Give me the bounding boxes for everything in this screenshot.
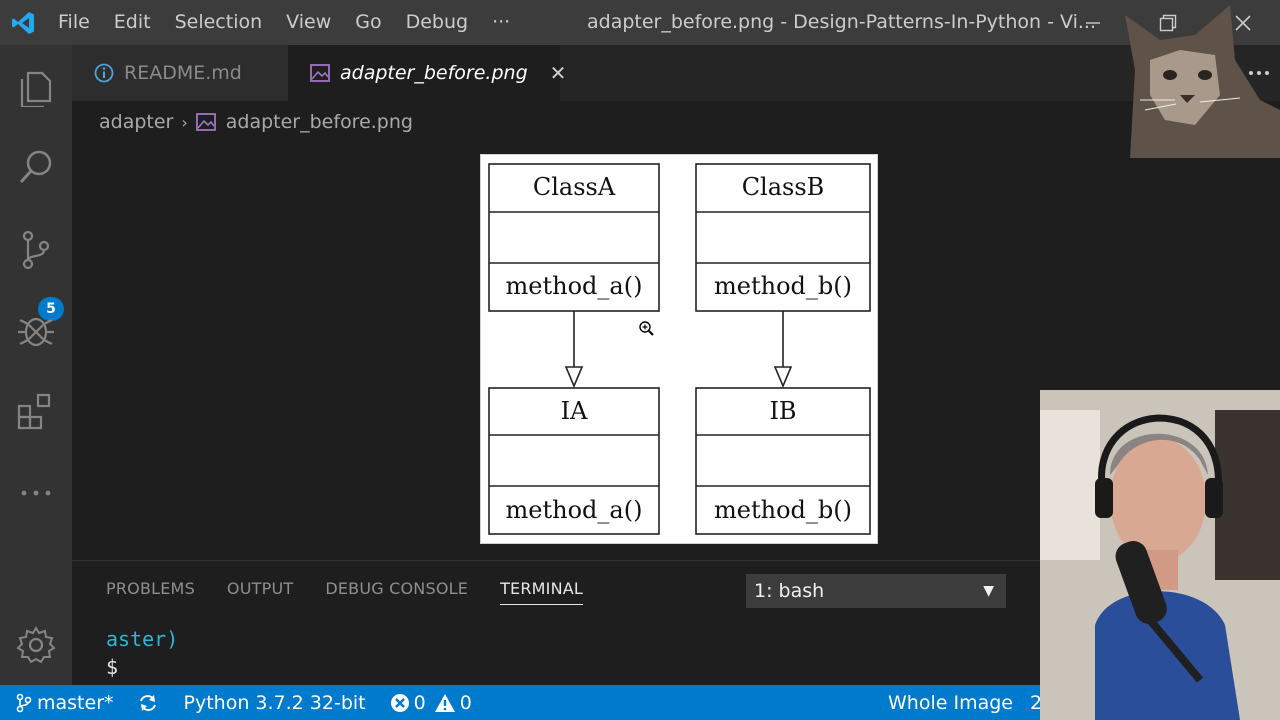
scm-badge: 5 bbox=[38, 297, 64, 321]
image-file-icon bbox=[310, 64, 330, 82]
manage-button[interactable] bbox=[0, 615, 72, 675]
image-preview[interactable]: ClassA method_a() ClassB method_b() bbox=[480, 154, 878, 544]
dropdown-arrow-icon: ▼ bbox=[983, 583, 994, 599]
error-count: 0 bbox=[413, 691, 426, 714]
menu-edit[interactable]: Edit bbox=[113, 11, 151, 33]
tab-readme[interactable]: README.md bbox=[72, 45, 288, 101]
inheritance-arrow-a bbox=[564, 311, 584, 389]
tab-output[interactable]: OUTPUT bbox=[226, 579, 294, 598]
interface-b-name: IB bbox=[769, 397, 796, 425]
error-icon bbox=[390, 693, 409, 712]
activity-bar: 5 bbox=[0, 45, 72, 685]
extensions-button[interactable] bbox=[0, 382, 72, 442]
editor-tab-bar: README.md adapter_before.png ✕ bbox=[72, 45, 1280, 101]
interface-b-method: method_b() bbox=[714, 496, 852, 524]
menu-selection[interactable]: Selection bbox=[174, 11, 263, 33]
class-a-method: method_a() bbox=[506, 272, 643, 300]
breadcrumb-file[interactable]: adapter_before.png bbox=[225, 111, 413, 133]
gear-icon bbox=[16, 626, 56, 664]
panel-tabs: PROBLEMS OUTPUT DEBUG CONSOLE TERMINAL bbox=[106, 579, 584, 605]
problems-indicator[interactable]: 0 0 bbox=[374, 685, 480, 720]
search-icon bbox=[19, 150, 52, 184]
inheritance-arrow-b bbox=[773, 311, 793, 389]
tab-debug-console[interactable]: DEBUG CONSOLE bbox=[325, 579, 469, 598]
image-zoom-mode[interactable]: Whole Image bbox=[888, 691, 1013, 714]
menu-debug[interactable]: Debug bbox=[405, 11, 469, 33]
menu-more[interactable]: ··· bbox=[492, 11, 511, 33]
menu-view[interactable]: View bbox=[286, 11, 332, 33]
minimize-icon bbox=[1085, 21, 1100, 24]
image-file-icon bbox=[195, 113, 216, 131]
restore-button[interactable] bbox=[1130, 0, 1205, 45]
interface-a-name: IA bbox=[561, 397, 588, 425]
zoom-in-cursor-icon bbox=[639, 321, 654, 336]
presenter-image bbox=[1040, 390, 1280, 720]
more-views-button[interactable] bbox=[0, 463, 72, 523]
info-icon bbox=[94, 63, 114, 83]
close-window-button[interactable] bbox=[1205, 0, 1280, 45]
interface-a-method: method_a() bbox=[506, 496, 643, 524]
breadcrumb: adapter › adapter_before.png bbox=[99, 108, 413, 136]
sync-button[interactable] bbox=[122, 685, 166, 720]
more-actions-icon[interactable] bbox=[1248, 69, 1270, 77]
tab-terminal[interactable]: TERMINAL bbox=[500, 579, 584, 605]
window-controls bbox=[1055, 0, 1280, 45]
ellipsis-icon bbox=[21, 490, 51, 496]
interface-b-box: IB method_b() bbox=[695, 387, 871, 535]
cat-overlay bbox=[1120, 0, 1280, 158]
tab-adapter-before[interactable]: adapter_before.png ✕ bbox=[288, 45, 566, 101]
vscode-logo-icon bbox=[0, 0, 46, 45]
chevron-right-icon: › bbox=[181, 112, 188, 132]
menu-go[interactable]: Go bbox=[355, 11, 382, 33]
tab-close-button[interactable]: ✕ bbox=[549, 61, 567, 85]
tab-problems[interactable]: PROBLEMS bbox=[106, 579, 195, 598]
terminal-select-value: 1: bash bbox=[754, 580, 825, 602]
window-title: adapter_before.png - Design-Patterns-In-… bbox=[587, 11, 1096, 33]
bottom-panel: PROBLEMS OUTPUT DEBUG CONSOLE TERMINAL 1… bbox=[72, 560, 1042, 685]
menu-file[interactable]: File bbox=[58, 11, 90, 33]
menu-bar: File Edit Selection View Go Debug ··· bbox=[46, 0, 522, 45]
restore-icon bbox=[1159, 14, 1176, 31]
minimize-button[interactable] bbox=[1055, 0, 1130, 45]
class-b-box: ClassB method_b() bbox=[695, 163, 871, 312]
explorer-button[interactable] bbox=[0, 57, 72, 117]
terminal-line: aster) bbox=[106, 627, 179, 651]
terminal-select[interactable]: 1: bash ▼ bbox=[746, 574, 1006, 608]
branch-indicator[interactable]: master* bbox=[0, 685, 122, 720]
debug-icon bbox=[18, 317, 54, 347]
uml-diagram: ClassA method_a() ClassB method_b() bbox=[488, 163, 871, 535]
search-button[interactable] bbox=[0, 137, 72, 197]
class-a-name: ClassA bbox=[533, 173, 616, 201]
terminal-prompt[interactable]: $ bbox=[106, 655, 119, 679]
title-bar: File Edit Selection View Go Debug ··· ad… bbox=[0, 0, 1280, 45]
files-icon bbox=[20, 71, 52, 107]
image-size-indicator[interactable]: 2 bbox=[1030, 691, 1043, 714]
source-control-icon bbox=[22, 230, 50, 270]
source-control-button[interactable] bbox=[0, 220, 72, 280]
class-b-name: ClassB bbox=[742, 173, 825, 201]
extensions-icon bbox=[17, 393, 51, 430]
close-icon bbox=[1234, 14, 1251, 31]
class-b-method: method_b() bbox=[714, 272, 852, 300]
python-interpreter[interactable]: Python 3.7.2 32-bit bbox=[183, 691, 366, 714]
class-a-box: ClassA method_a() bbox=[488, 163, 660, 312]
debug-button[interactable] bbox=[0, 300, 72, 360]
breadcrumb-folder[interactable]: adapter bbox=[99, 111, 174, 133]
sync-icon bbox=[139, 694, 156, 711]
interface-a-box: IA method_a() bbox=[488, 387, 660, 535]
tab-label: README.md bbox=[124, 62, 242, 84]
tab-label: adapter_before.png bbox=[340, 62, 528, 84]
git-branch-icon bbox=[16, 693, 32, 712]
branch-name: master* bbox=[37, 691, 114, 714]
warning-icon bbox=[434, 693, 455, 712]
webcam-overlay bbox=[1040, 390, 1280, 720]
warning-count: 0 bbox=[459, 691, 472, 714]
cat-image bbox=[1125, 5, 1280, 158]
